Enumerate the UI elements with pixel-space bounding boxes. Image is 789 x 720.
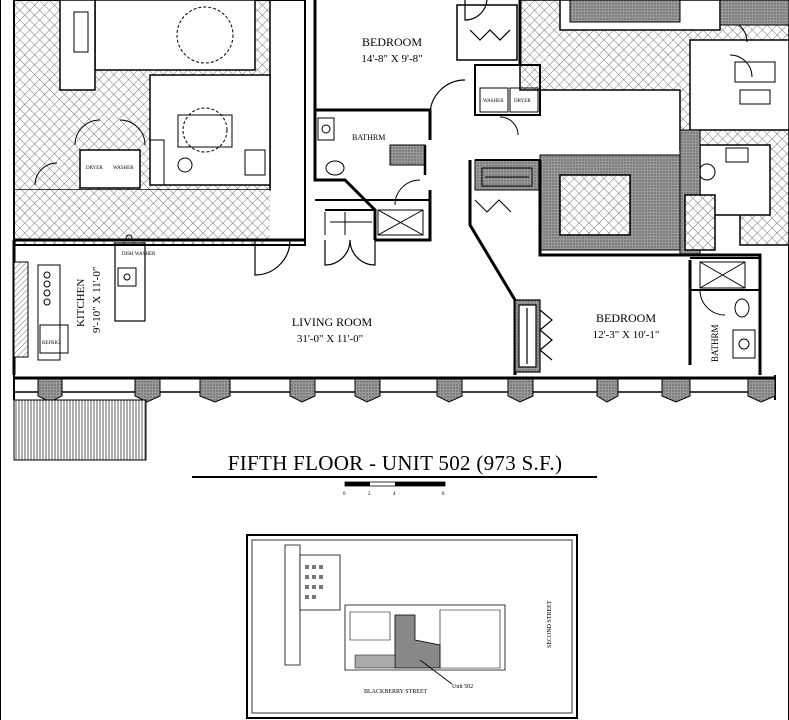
dryer-label-top: DRYER [86, 166, 103, 171]
laundry-closet [479, 87, 539, 136]
keyplan-street-right: SECOND STREET [547, 600, 553, 648]
keyplan [246, 534, 578, 719]
living-doors [254, 239, 376, 276]
kitchen-side-window [13, 261, 29, 358]
unit-walls [12, 0, 776, 400]
scale-tick: 8 [442, 492, 445, 497]
hall-closet [324, 167, 533, 235]
bedroom2-dims: 12'-3" X 10'-1" [593, 329, 660, 341]
scale-tick: 0 [343, 492, 346, 497]
dish-washer-label: DISH WASHER [122, 252, 156, 257]
bathroom2-fixtures [688, 261, 756, 359]
kitchen-fixtures [37, 234, 146, 361]
living-room-dims: 31'-0" X 11'-0" [297, 333, 363, 345]
bathroom1-fixtures [317, 117, 427, 236]
balcony-grate [13, 399, 147, 461]
scale-tick: 4 [393, 492, 396, 497]
keyplan-unit-label: Unit 502 [452, 684, 473, 690]
plan-title: FIFTH FLOOR - UNIT 502 (973 S.F.) [227, 451, 563, 475]
kitchen-name: KITCHEN [75, 279, 87, 327]
refrig-label: REFRIG [42, 341, 60, 346]
title-underline [192, 476, 597, 478]
bedroom2-name: BEDROOM [596, 311, 656, 325]
keyplan-street-bottom: BLACKBERRY STREET [364, 689, 428, 695]
neighbor-left-rooms [59, 0, 271, 189]
bedroom1-dims: 14'-8" X 9'-8" [361, 53, 422, 65]
interior-walls [315, 64, 760, 291]
washer-label-top: WASHER [113, 166, 134, 171]
neighbor-left-fixtures [34, 6, 266, 186]
bedroom1-doors [429, 0, 518, 116]
scale-ticks: 0 2 4 8 [343, 492, 445, 497]
bedroom1-name: BEDROOM [362, 35, 422, 49]
elevators [559, 174, 716, 251]
window-piers [37, 378, 776, 403]
washer-label: WASHER [483, 99, 504, 104]
scale-tick: 2 [368, 492, 371, 497]
living-room-name: LIVING ROOM [292, 315, 373, 329]
scale-bar [344, 481, 446, 487]
bathroom1-name: BATHRM [352, 133, 385, 142]
bedroom2-closet [514, 299, 553, 373]
kitchen-dims: 9'-10" X 11'-0" [91, 267, 103, 333]
dryer-label: DRYER [514, 99, 531, 104]
neighbor-left-appliance-labels: DRYER WASHER [86, 166, 134, 171]
bathroom2-name: BATHRM [710, 324, 720, 362]
